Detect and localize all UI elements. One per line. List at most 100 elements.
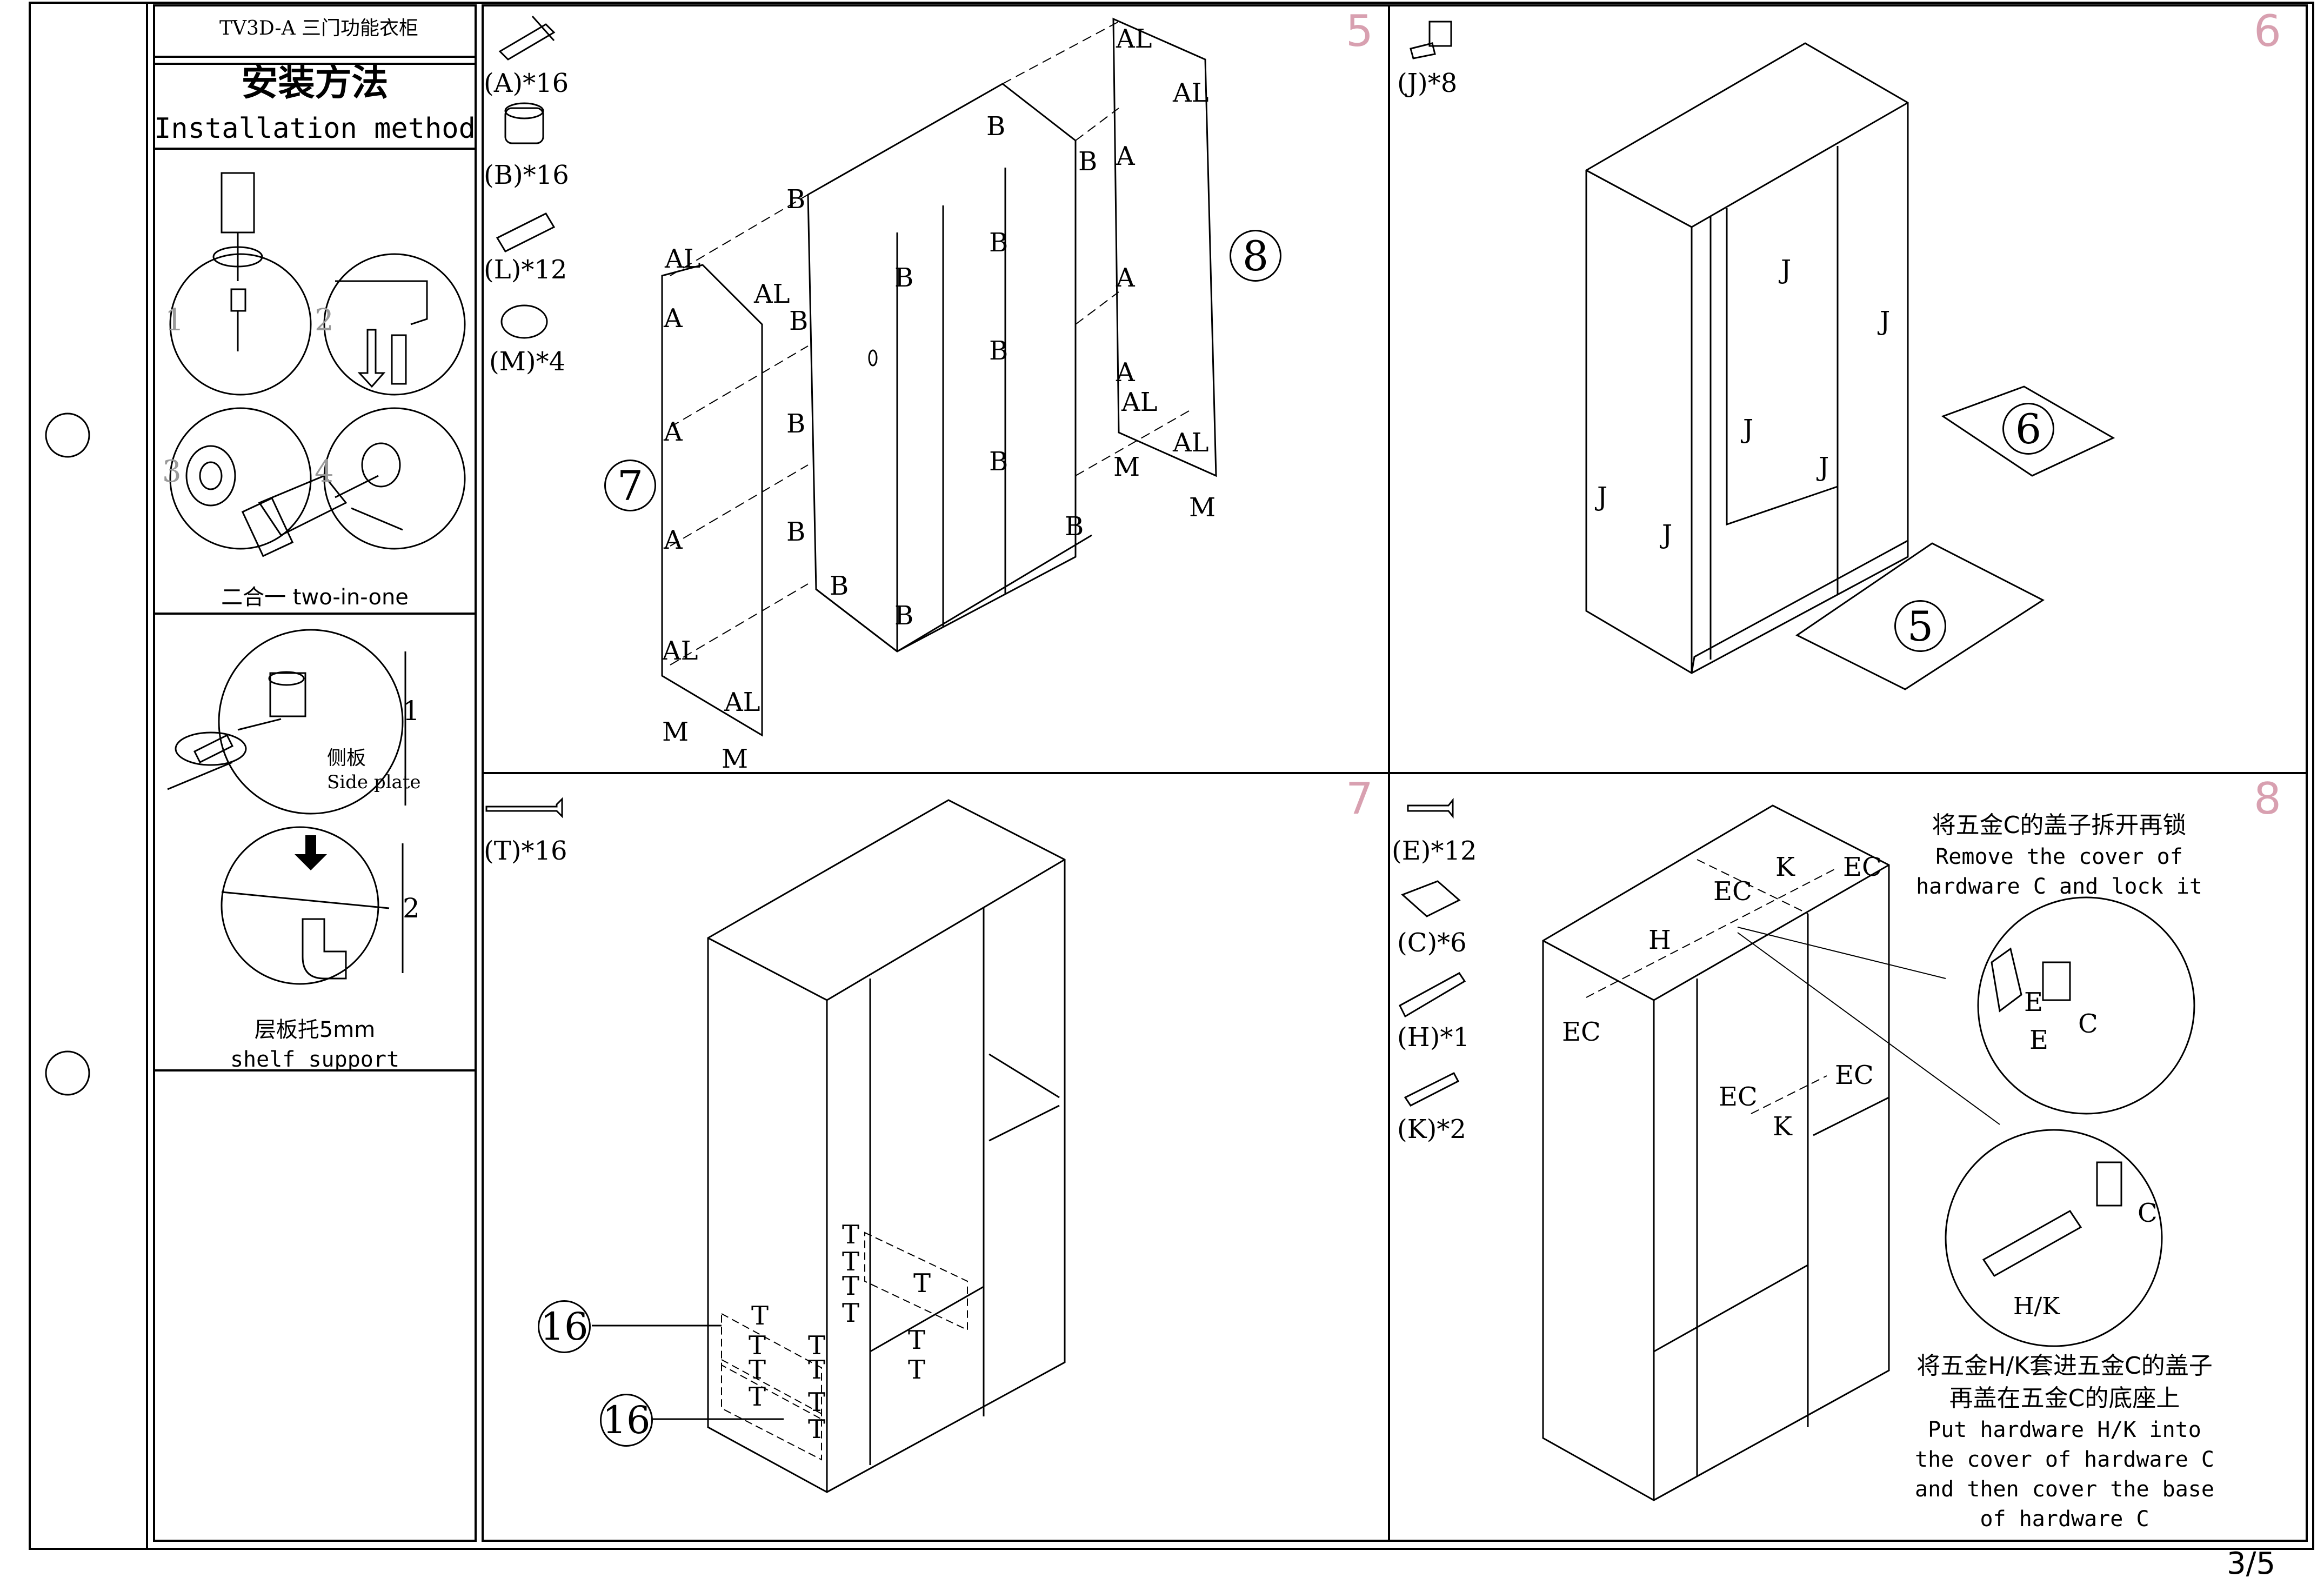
panel-6-part-j: (J)*8: [1397, 68, 1458, 98]
panel-5-lbl-b: B: [986, 111, 1006, 142]
panel-8-lbl-e: E: [2029, 1025, 2049, 1055]
panel-6-callout-5: 5: [1894, 600, 1946, 652]
shelf-step-2: 2: [403, 893, 420, 924]
heading-cn: 安装方法: [241, 62, 389, 104]
panel-5-lbl-b: B: [789, 306, 809, 336]
panel-7-lbl-t: T: [808, 1355, 826, 1385]
panel-5-lbl-a: A: [664, 303, 683, 334]
panel-7-lbl-t: T: [842, 1298, 860, 1328]
panel-5-lbl-b: B: [786, 409, 806, 439]
model-title: TV3D-A 三门功能衣柜: [219, 17, 419, 39]
panel-5-lbl-al: AL: [1173, 78, 1209, 108]
panel-5-lbl-m: M: [1189, 492, 1216, 523]
panel-5-callout-8: 8: [1230, 230, 1281, 282]
panel-8-lbl-ec: EC: [1713, 876, 1752, 907]
side-plate-cn: 侧板: [327, 747, 366, 769]
page-number: 3/5: [2227, 1546, 2276, 1581]
panel-8-lbl-ec: EC: [1562, 1017, 1601, 1047]
panel-5-lbl-b: B: [1078, 147, 1098, 177]
shelf-step-1: 1: [403, 695, 420, 727]
panel-5-lbl-a: A: [664, 417, 683, 447]
panel-5-lbl-b: B: [989, 447, 1009, 477]
panel-5-part-m: (M)*4: [489, 347, 566, 377]
panel-8-note1-cn: 将五金C的盖子拆开再锁: [1932, 811, 2187, 839]
panel-8-lbl-ec: EC: [1843, 852, 1882, 882]
panel-8-part-h: (H)*1: [1397, 1022, 1470, 1053]
panel-5-lbl-al: AL: [1116, 24, 1152, 54]
panel-8-part-e: (E)*12: [1392, 836, 1477, 866]
panel-5-lbl-m: M: [662, 717, 689, 747]
panel-6-lbl-j: J: [1781, 255, 1792, 285]
panel-7-lbl-t: T: [842, 1271, 860, 1301]
panel-8-lbl-e: E: [2024, 987, 2043, 1017]
panel-8-note1-en-2: hardware C and lock it: [1916, 874, 2202, 899]
panel-7-lbl-t: T: [808, 1387, 826, 1417]
panel-5-lbl-b: B: [786, 184, 806, 215]
panel-7-lbl-t: T: [808, 1330, 826, 1361]
panel-5-lbl-m: M: [1113, 452, 1140, 482]
panel-7-lbl-t: T: [749, 1355, 766, 1385]
panel-8-lbl-ec: EC: [1835, 1060, 1874, 1090]
panel-5-lbl-b: B: [830, 571, 849, 601]
panel-5-lbl-b: B: [989, 228, 1009, 258]
panel-5-lbl-al: AL: [1173, 428, 1209, 458]
cam-step-2: 2: [315, 303, 334, 338]
panel-6-lbl-j: J: [1819, 452, 1829, 482]
panel-7-lbl-t: T: [751, 1301, 769, 1331]
panel-5-lbl-b: B: [894, 263, 914, 293]
panel-7-lbl-t: T: [808, 1414, 826, 1445]
panel-7-number: 7: [1346, 774, 1373, 824]
panel-8-lbl-k: K: [1775, 852, 1795, 882]
panel-5-part-a: (A)*16: [484, 68, 569, 98]
panel-5-lbl-a: A: [1116, 141, 1135, 171]
panel-5-lbl-a: A: [1116, 263, 1135, 293]
panel-5-lbl-b: B: [786, 517, 806, 547]
panel-5-lbl-b: B: [989, 336, 1009, 366]
panel-8-number: 8: [2254, 774, 2281, 824]
panel-8-note2-en-4: of hardware C: [1980, 1507, 2149, 1532]
panel-7-lbl-t: T: [908, 1325, 926, 1355]
cam-caption: 二合一 two-in-one: [221, 585, 409, 610]
panel-8-note1-en-1: Remove the cover of: [1935, 844, 2183, 869]
panel-7-lbl-t: T: [908, 1355, 926, 1385]
heading-en: Installation method: [154, 112, 476, 145]
cam-step-1: 1: [165, 303, 184, 338]
panel-6-callout-6: 6: [2002, 403, 2054, 455]
panel-7-lbl-t: T: [842, 1247, 860, 1277]
panel-5-part-l: (L)*12: [484, 255, 567, 285]
panel-8-note2-en-1: Put hardware H/K into: [1928, 1417, 2201, 1442]
panel-5-callout-7: 7: [604, 460, 656, 511]
panel-8-lbl-c: C: [2078, 1009, 2098, 1039]
panel-5-lbl-a: A: [664, 525, 683, 555]
panel-5-lbl-al: AL: [754, 279, 790, 309]
panel-8-note2-cn-2: 再盖在五金C的底座上: [1949, 1385, 2180, 1412]
panel-7-lbl-t: T: [913, 1268, 931, 1299]
panel-5-lbl-al: AL: [1121, 387, 1158, 417]
panel-7-lbl-t: T: [842, 1220, 860, 1250]
panel-8-detail-hk: H/K: [2013, 1293, 2060, 1320]
panel-5-lbl-m: M: [722, 744, 749, 774]
panel-5-lbl-a: A: [1116, 357, 1135, 388]
cam-step-3: 3: [162, 454, 182, 489]
panel-5-lbl-al: AL: [662, 636, 698, 666]
panel-8-note2-en-2: the cover of hardware C: [1915, 1447, 2214, 1472]
panel-5-lbl-b: B: [894, 601, 914, 631]
panel-7-part-t: (T)*16: [484, 836, 567, 866]
panel-8-lbl-k: K: [1773, 1112, 1792, 1142]
panel-8-lbl-c: C: [2138, 1198, 2158, 1228]
panel-6-number: 6: [2254, 6, 2281, 56]
panel-8-lbl-h: H: [1648, 925, 1671, 955]
panel-7-callout-16b: 16: [600, 1394, 653, 1447]
panel-7-lbl-t: T: [749, 1330, 766, 1361]
panel-6-lbl-j: J: [1662, 520, 1673, 550]
panel-5-part-b: (B)*16: [484, 160, 569, 190]
panel-5-number: 5: [1346, 6, 1373, 56]
panel-8-note2-en-3: and then cover the base: [1915, 1477, 2214, 1502]
